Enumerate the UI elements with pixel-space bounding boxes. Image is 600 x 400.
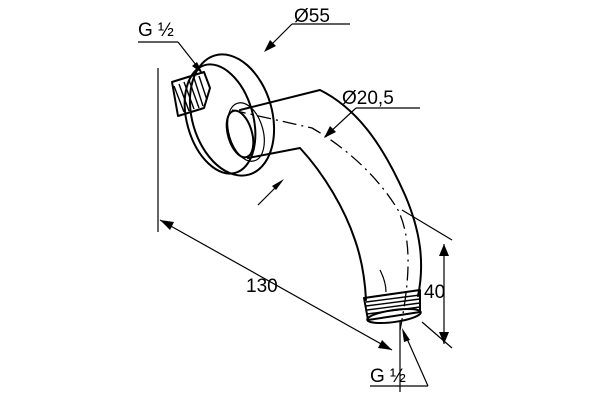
length-label: 130 — [246, 276, 278, 297]
center-axis — [231, 109, 409, 331]
height-dimension: 40 — [401, 209, 453, 349]
height-label: 40 — [424, 282, 445, 303]
flange-diameter-dimension: Ø55 — [264, 6, 350, 52]
inlet-thread — [171, 71, 211, 117]
pipe-diameter-label: Ø20,5 — [342, 88, 394, 109]
outlet-thread-dimension: G ½ — [370, 328, 429, 387]
outlet-thread — [363, 289, 422, 325]
length-dimension: 130 — [157, 68, 401, 392]
flange-diameter-label: Ø55 — [294, 6, 330, 27]
inlet-thread-dimension: G ½ — [138, 20, 203, 74]
inlet-thread-label: G ½ — [138, 20, 174, 41]
pipe-arm — [225, 89, 423, 301]
pipe-diameter-dimension: Ø20,5 — [257, 88, 420, 206]
outlet-thread-label: G ½ — [370, 366, 406, 387]
wall-flange — [183, 53, 276, 177]
